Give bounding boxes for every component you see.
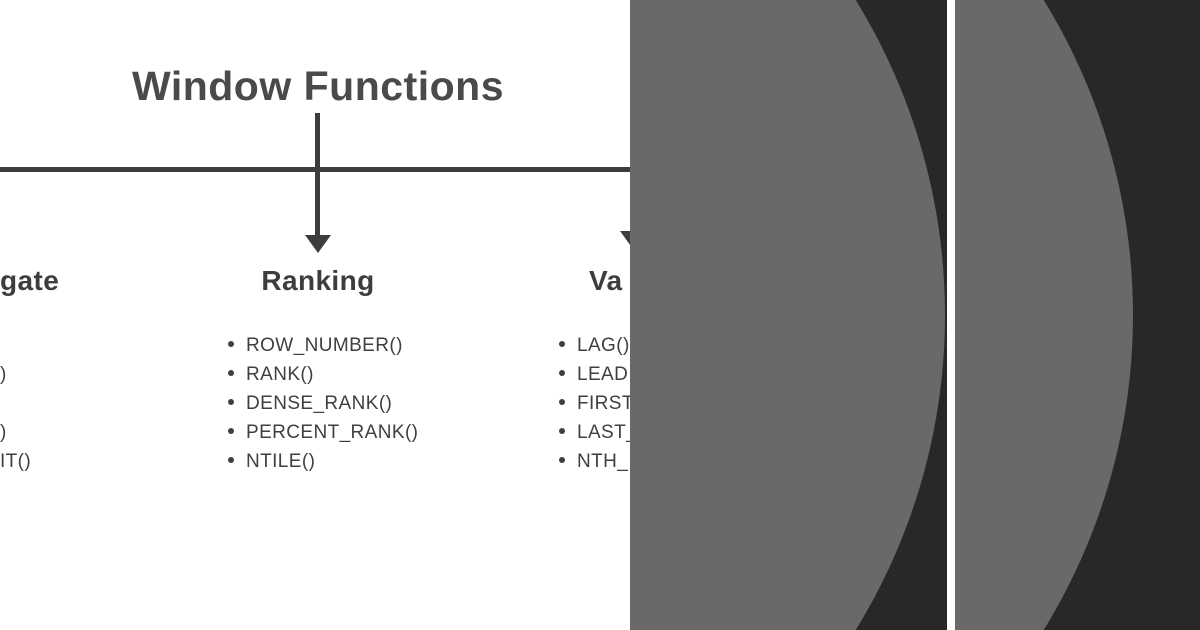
function-item-fragment bbox=[0, 331, 31, 360]
function-item: RANK() bbox=[228, 360, 418, 389]
center-arrow-stem bbox=[315, 113, 320, 237]
ranking-function-list: ROW_NUMBER()RANK()DENSE_RANK()PERCENT_RA… bbox=[228, 331, 418, 476]
function-item-fragment: ) bbox=[0, 364, 7, 385]
function-item-fragment: IT() bbox=[0, 451, 32, 472]
aggregate-function-list: )) IT() bbox=[0, 331, 31, 476]
diagram-title: Window Functions bbox=[131, 63, 504, 109]
function-item-fragment bbox=[0, 389, 31, 418]
column-header-value: Va bbox=[589, 265, 623, 296]
function-item: FIRST bbox=[559, 389, 637, 418]
function-item: ROW_NUMBER() bbox=[228, 331, 418, 360]
down-arrow-icon-center bbox=[305, 235, 331, 253]
function-item: DENSE_RANK() bbox=[228, 389, 418, 418]
function-item: LAST_ bbox=[559, 418, 637, 447]
function-item: NTH_ bbox=[559, 447, 637, 476]
column-header-ranking: Ranking bbox=[261, 265, 375, 296]
function-item: LEAD bbox=[559, 360, 637, 389]
function-item: PERCENT_RANK() bbox=[228, 418, 418, 447]
dark-panel-2 bbox=[955, 0, 1200, 630]
gray-circle-graphic-1 bbox=[630, 0, 945, 630]
function-item-fragment: ) bbox=[0, 422, 7, 443]
gray-circle-graphic-2 bbox=[955, 0, 1133, 630]
function-item: NTILE() bbox=[228, 447, 418, 476]
dark-panel-1 bbox=[630, 0, 947, 630]
column-header-aggregate: gate bbox=[0, 265, 60, 296]
function-item: LAG() bbox=[559, 331, 637, 360]
